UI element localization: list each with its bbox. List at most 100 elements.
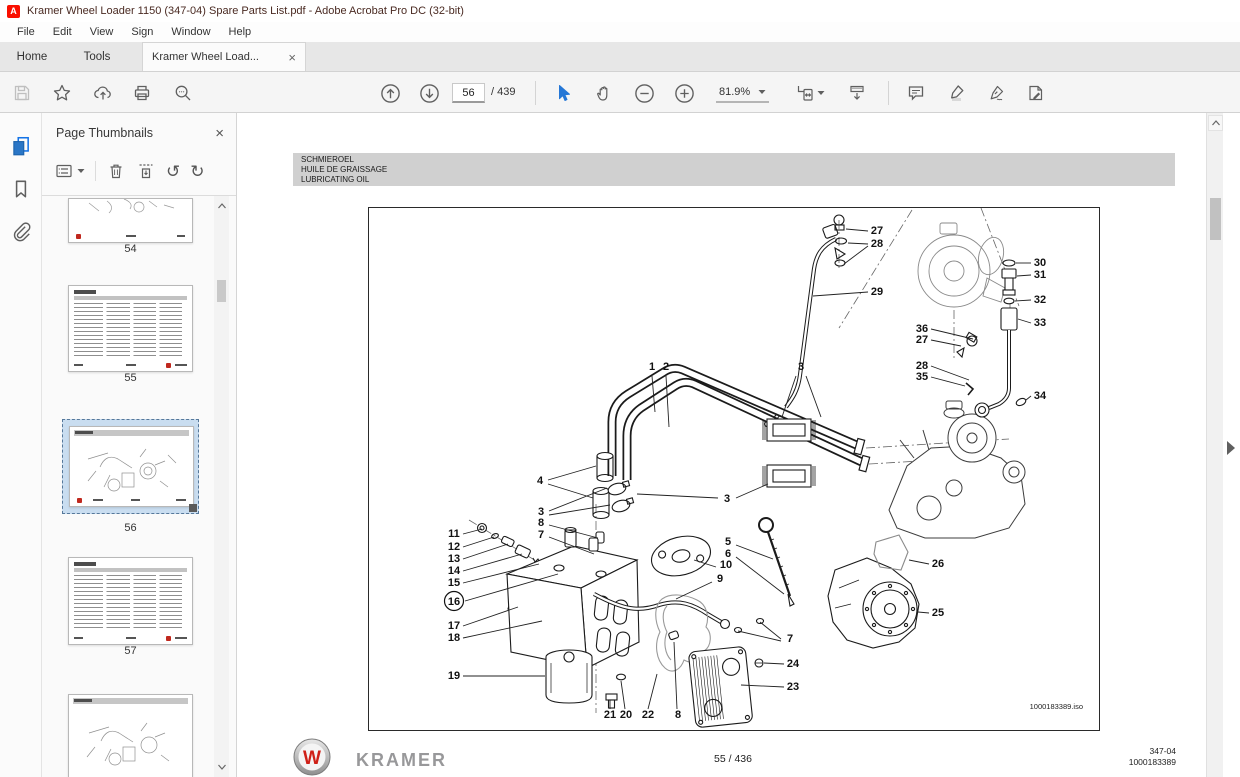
print-button[interactable]: [131, 82, 153, 104]
rotate-ccw-button[interactable]: ↺: [166, 163, 180, 180]
menu-file[interactable]: File: [17, 26, 35, 38]
zoom-out-button[interactable]: [633, 82, 655, 104]
document-scrollbar[interactable]: [1206, 113, 1223, 777]
delete-pages-button[interactable]: [106, 161, 126, 181]
thumbnail-label-55: 55: [124, 372, 137, 384]
save-button[interactable]: [11, 82, 33, 104]
svg-text:21: 21: [604, 709, 616, 721]
menu-window[interactable]: Window: [171, 26, 211, 38]
svg-text:19: 19: [448, 670, 460, 682]
fill-sign-button[interactable]: [1025, 82, 1047, 104]
mini-footer-mark: [176, 499, 186, 501]
thumbnail-page-58[interactable]: [68, 694, 193, 777]
insert-page-button[interactable]: [136, 161, 156, 181]
zoom-in-icon: [674, 83, 694, 103]
thumbnail-selection-56[interactable]: [62, 419, 199, 514]
thumbnail-resize-handle[interactable]: [189, 504, 197, 512]
thumbnail-page-54[interactable]: [68, 198, 193, 243]
main-toolbar: 56 / 439 81.9%: [0, 72, 1240, 113]
svg-text:32: 32: [1034, 294, 1046, 306]
zoom-level-dropdown[interactable]: 81.9%: [716, 83, 770, 103]
thumbnail-options-button[interactable]: [54, 161, 85, 181]
expand-right-panel-arrow[interactable]: [1227, 441, 1235, 455]
find-button[interactable]: [172, 82, 194, 104]
tab-document[interactable]: Kramer Wheel Load... ×: [142, 42, 306, 71]
menu-sign[interactable]: Sign: [131, 26, 154, 38]
mini-header-bar: [74, 568, 187, 572]
bookmarks-panel-button[interactable]: [10, 178, 32, 200]
mini-footer-mark: [175, 364, 187, 366]
mini-footer-mark: [126, 235, 136, 237]
panel-scrollbar[interactable]: [214, 196, 229, 777]
page-fit-button[interactable]: [795, 82, 825, 104]
thumbnail-page-55[interactable]: [68, 285, 193, 372]
thumbnail-page-56[interactable]: [69, 426, 194, 507]
mini-diagram-sketch: [87, 448, 177, 492]
toolbar-separator: [535, 81, 536, 105]
tab-document-label: Kramer Wheel Load...: [152, 51, 259, 63]
panel-toolbar: ↺ ↻: [54, 157, 205, 185]
hand-tool-button[interactable]: [593, 82, 615, 104]
mini-logo-mark: [166, 363, 171, 368]
mini-logo-mark: [166, 636, 171, 641]
panel-close-icon[interactable]: ×: [215, 124, 224, 142]
document-scrollbar-thumb[interactable]: [1210, 198, 1221, 240]
tab-close-icon[interactable]: ×: [288, 49, 296, 65]
zoom-in-button[interactable]: [673, 82, 695, 104]
menu-edit[interactable]: Edit: [52, 26, 72, 38]
page-thumbnails-panel-button[interactable]: [10, 135, 32, 157]
svg-text:28: 28: [916, 360, 928, 372]
highlight-button[interactable]: [945, 82, 967, 104]
right-edge-strip: [1223, 113, 1240, 777]
mini-footer: [74, 234, 187, 239]
page-number-input[interactable]: 56: [452, 83, 485, 103]
app-body: Page Thumbnails × ↺ ↻: [0, 113, 1240, 777]
menu-view[interactable]: View: [89, 26, 114, 38]
sign-button[interactable]: [985, 82, 1007, 104]
previous-page-button[interactable]: [379, 82, 401, 104]
mini-footer: [74, 636, 187, 641]
scroll-up-button[interactable]: [1208, 115, 1223, 131]
scroll-mode-button[interactable]: [846, 82, 868, 104]
document-viewport[interactable]: SCHMIEROEL HUILE DE GRAISSAGE LUBRICATIN…: [238, 113, 1206, 777]
thumbnail-page-57[interactable]: [68, 557, 193, 645]
comment-button[interactable]: [905, 82, 927, 104]
title-bar: A Kramer Wheel Loader 1150 (347-04) Spar…: [0, 0, 1240, 22]
kramer-logo: W: [293, 738, 331, 777]
menu-bar: File Edit View Sign Window Help: [0, 22, 1240, 42]
svg-text:7: 7: [787, 633, 793, 645]
next-page-button[interactable]: [418, 82, 440, 104]
star-icon: [53, 84, 71, 101]
star-button[interactable]: [51, 82, 73, 104]
tab-tools[interactable]: Tools: [83, 50, 111, 63]
svg-text:27: 27: [916, 334, 928, 346]
svg-text:3: 3: [538, 506, 544, 518]
svg-text:2: 2: [663, 361, 669, 373]
svg-text:3: 3: [724, 493, 730, 505]
document-code: 347-04: [1149, 746, 1176, 756]
svg-text:12: 12: [448, 541, 460, 553]
mini-title-bar: [74, 290, 96, 294]
diagram-artwork: [476, 214, 1027, 728]
zoom-level-value: 81.9%: [719, 86, 751, 98]
svg-text:11: 11: [448, 528, 460, 540]
select-tool-button[interactable]: [552, 82, 574, 104]
panel-header: Page Thumbnails ×: [56, 123, 228, 143]
tab-home[interactable]: Home: [16, 50, 48, 63]
menu-help[interactable]: Help: [228, 26, 252, 38]
zoom-out-icon: [634, 83, 654, 103]
rotate-cw-button[interactable]: ↻: [190, 163, 204, 180]
sign-icon: [990, 85, 1004, 101]
panel-scrollbar-thumb[interactable]: [217, 280, 226, 302]
scroll-down-icon[interactable]: [218, 763, 226, 771]
attachments-panel-button[interactable]: [10, 221, 32, 243]
panel-divider: [42, 195, 236, 196]
insert-page-icon: [139, 164, 153, 179]
mini-header-bar: [73, 698, 188, 704]
svg-text:23: 23: [787, 681, 799, 693]
scroll-up-icon[interactable]: [218, 202, 226, 210]
share-button[interactable]: [92, 82, 114, 104]
svg-text:17: 17: [448, 620, 460, 632]
svg-text:3: 3: [798, 361, 804, 373]
